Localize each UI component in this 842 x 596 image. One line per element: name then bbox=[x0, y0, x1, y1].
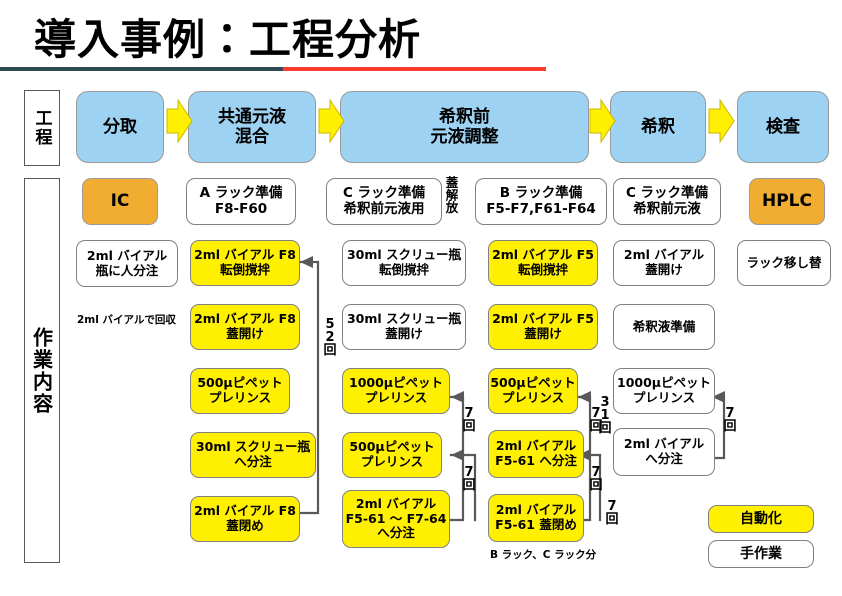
header-box-hplc[interactable]: HPLC bbox=[749, 178, 825, 225]
col5-step-3[interactable]: 2ml バイアル へ分注 bbox=[613, 428, 715, 476]
side-label-work-content-text: 作業内容 bbox=[29, 326, 54, 415]
col1-step-0[interactable]: 2ml バイアル 瓶に人分注 bbox=[76, 240, 178, 287]
process-step-4[interactable]: 検査 bbox=[737, 91, 829, 163]
side-label-process: 工程 bbox=[24, 90, 60, 166]
col2-step-4[interactable]: 2ml バイアル F8 蓋閉め bbox=[190, 496, 300, 542]
side-label-work-content: 作業内容 bbox=[24, 178, 60, 563]
page-title: 導入事例：工程分析 bbox=[34, 15, 422, 64]
col4-loop-count-1: 7 回 bbox=[589, 465, 603, 493]
header-box-rack-c[interactable]: C ラック準備 希釈前元液 bbox=[613, 178, 721, 225]
col2-loop-count: 5 2 回 bbox=[323, 317, 337, 358]
col3-step-2[interactable]: 1000μピペット プレリンス bbox=[342, 368, 450, 414]
header-box-rack-b[interactable]: B ラック準備 F5-F7,F61-F64 bbox=[475, 178, 607, 225]
col3-step-3[interactable]: 500μピペット プレリンス bbox=[342, 432, 442, 478]
col2-step-2[interactable]: 500μピペット プレリンス bbox=[190, 368, 290, 414]
col5-step-0[interactable]: 2ml バイアル 蓋開け bbox=[613, 240, 715, 286]
col5-loop-count-1: 7 回 bbox=[723, 406, 737, 434]
col5-step-1[interactable]: 希釈液準備 bbox=[613, 304, 715, 350]
col3-step-1[interactable]: 30ml スクリュー瓶 蓋開け bbox=[342, 304, 466, 350]
legend-item-manual: 手作業 bbox=[708, 540, 814, 568]
process-step-1[interactable]: 共通元液 混合 bbox=[188, 91, 316, 163]
col2-step-3[interactable]: 30ml スクリュー瓶 へ分注 bbox=[190, 432, 316, 478]
col6-loop-count: 7 回 bbox=[605, 499, 619, 527]
col4-step-2[interactable]: 500μピペット プレリンス bbox=[488, 368, 578, 414]
legend-item-automated: 自動化 bbox=[708, 505, 814, 533]
arrowhead-col2 bbox=[300, 256, 313, 268]
header-box-ic[interactable]: IC bbox=[82, 178, 158, 225]
arrowhead-col3-b bbox=[451, 449, 464, 461]
title-rule-red bbox=[283, 67, 546, 71]
header-box-rack-c-pre[interactable]: C ラック準備 希釈前元液用 bbox=[326, 178, 442, 225]
process-step-2[interactable]: 希釈前 元液調整 bbox=[340, 91, 589, 163]
col3-step-4[interactable]: 2ml バイアル F5-61 ～ F7-64 へ分注 bbox=[342, 490, 450, 548]
col6-step-0[interactable]: ラック移し替 bbox=[737, 240, 831, 286]
col5-step-2[interactable]: 1000μピペット プレリンス bbox=[613, 368, 715, 414]
col2-step-0[interactable]: 2ml バイアル F8 転倒撹拌 bbox=[190, 240, 300, 286]
col4-step-1[interactable]: 2ml バイアル F5 蓋開け bbox=[488, 304, 598, 350]
process-step-0[interactable]: 分取 bbox=[76, 91, 164, 163]
arrowhead-col4-a bbox=[578, 391, 591, 403]
arrowhead-col3-a bbox=[451, 391, 464, 403]
col1-note: 2ml バイアルで回収 bbox=[77, 314, 176, 326]
col4-step-0[interactable]: 2ml バイアル F5 転倒撹拌 bbox=[488, 240, 598, 286]
col3-step-0[interactable]: 30ml スクリュー瓶 転倒撹拌 bbox=[342, 240, 466, 286]
col4-loop-count-0: 7 回 bbox=[589, 406, 603, 434]
process-step-3[interactable]: 希釈 bbox=[610, 91, 706, 163]
title-rule-dark bbox=[0, 67, 283, 71]
side-label-process-text: 工程 bbox=[31, 109, 52, 147]
header-box-rack-a[interactable]: A ラック準備 F8-F60 bbox=[186, 178, 296, 225]
chevron-right-icon-3 bbox=[708, 98, 735, 144]
col3-loop-count-0: 7 回 bbox=[462, 406, 476, 434]
col3-loop-count-1: 7 回 bbox=[462, 465, 476, 493]
col5-loop-count-0: 3 1 回 bbox=[598, 395, 612, 436]
header-box-lid-release: 蓋解放 bbox=[443, 176, 459, 214]
col4-step-4[interactable]: 2ml バイアル F5-61 蓋閉め bbox=[488, 494, 584, 542]
col2-step-1[interactable]: 2ml バイアル F8 蓋開け bbox=[190, 304, 300, 350]
col4-note: B ラック、C ラック分 bbox=[490, 549, 597, 561]
col4-step-3[interactable]: 2ml バイアル F5-61 へ分注 bbox=[488, 430, 584, 478]
